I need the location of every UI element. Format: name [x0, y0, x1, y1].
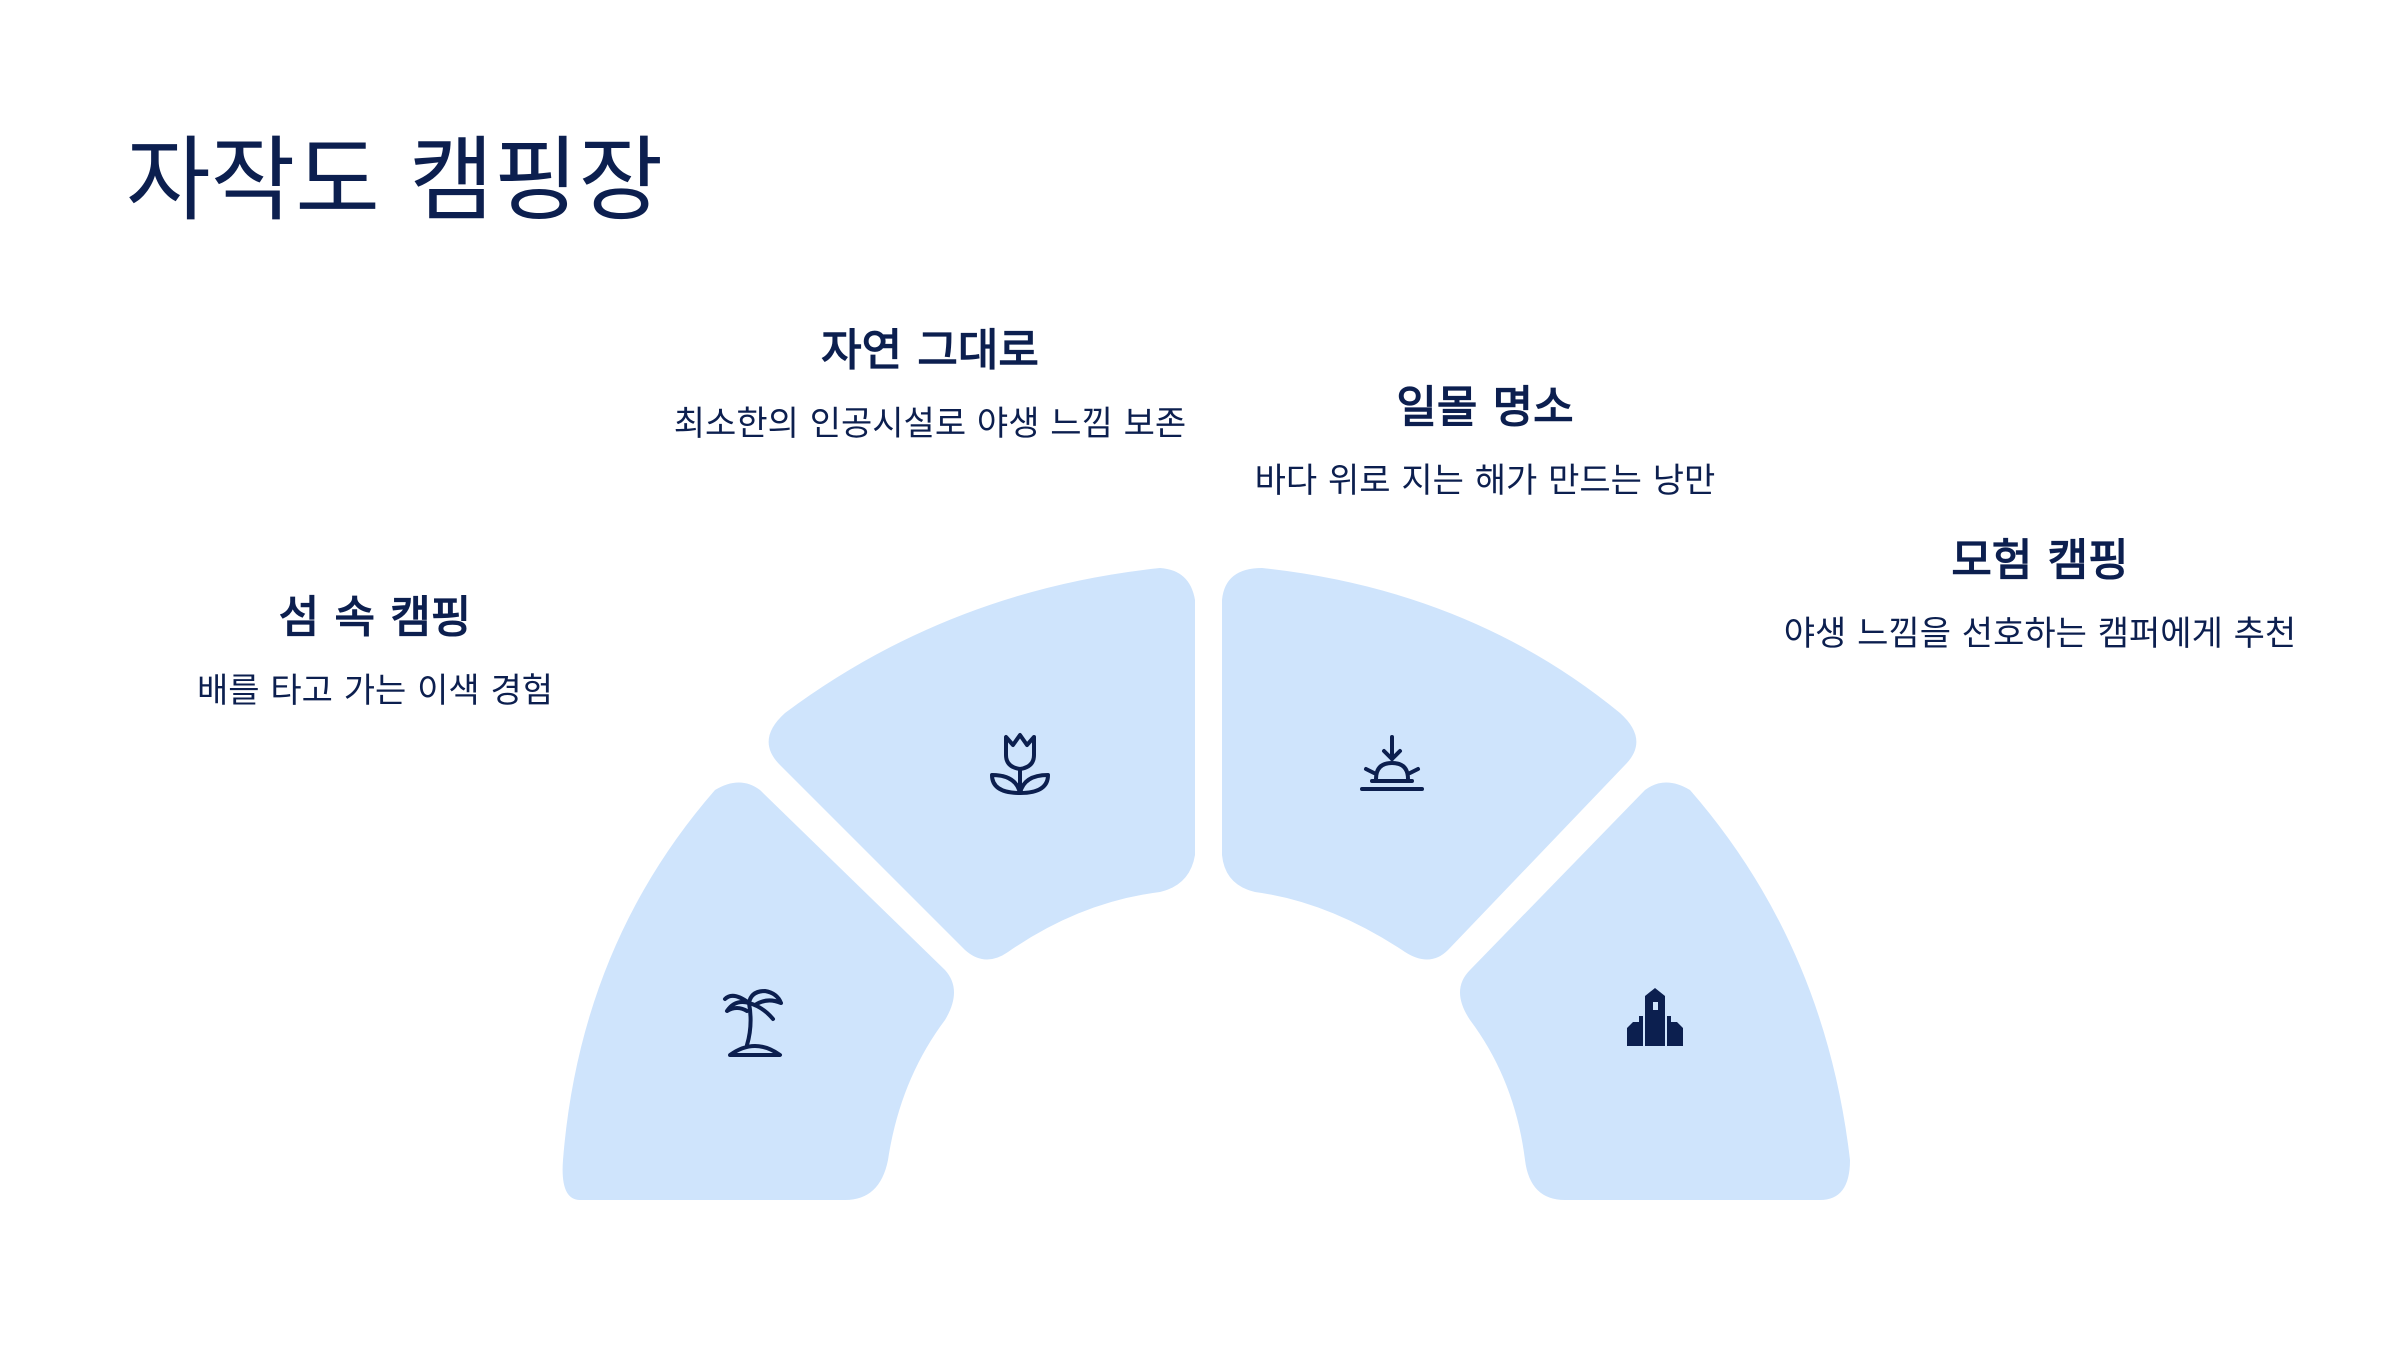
castle-icon: [1627, 988, 1683, 1046]
label-sunset-heading: 일몰 명소: [1396, 382, 1574, 433]
palm-island-icon: [723, 989, 783, 1057]
segment-sunset[interactable]: [1222, 568, 1637, 960]
segment-sunset-shape: [1222, 568, 1637, 960]
label-nature-heading: 자연 그대로: [821, 325, 1039, 376]
tulip-icon: [990, 733, 1050, 795]
segment-nature[interactable]: [768, 568, 1195, 960]
label-nature: 자연 그대로 최소한의 인공시설로 야생 느낌 보존: [670, 325, 1190, 452]
segment-nature-shape: [768, 568, 1195, 960]
label-nature-description: 최소한의 인공시설로 야생 느낌 보존: [673, 403, 1187, 444]
label-sunset-description: 바다 위로 지는 해가 만드는 낭만: [1254, 460, 1716, 501]
label-island: 섬 속 캠핑 배를 타고 가는 이색 경험: [175, 592, 575, 719]
label-island-description: 배를 타고 가는 이색 경험: [196, 670, 554, 711]
label-island-heading: 섬 속 캠핑: [278, 592, 472, 643]
label-adventure: 모험 캠핑 야생 느낌을 선호하는 캠퍼에게 추천: [1780, 535, 2300, 662]
label-adventure-description: 야생 느낌을 선호하는 캠퍼에게 추천: [1783, 613, 2297, 654]
sunset-icon: [1360, 735, 1424, 791]
label-adventure-heading: 모험 캠핑: [1951, 535, 2129, 586]
label-sunset: 일몰 명소 바다 위로 지는 해가 만드는 낭만: [1225, 382, 1745, 509]
page-title: 자작도 캠핑장: [126, 127, 664, 234]
